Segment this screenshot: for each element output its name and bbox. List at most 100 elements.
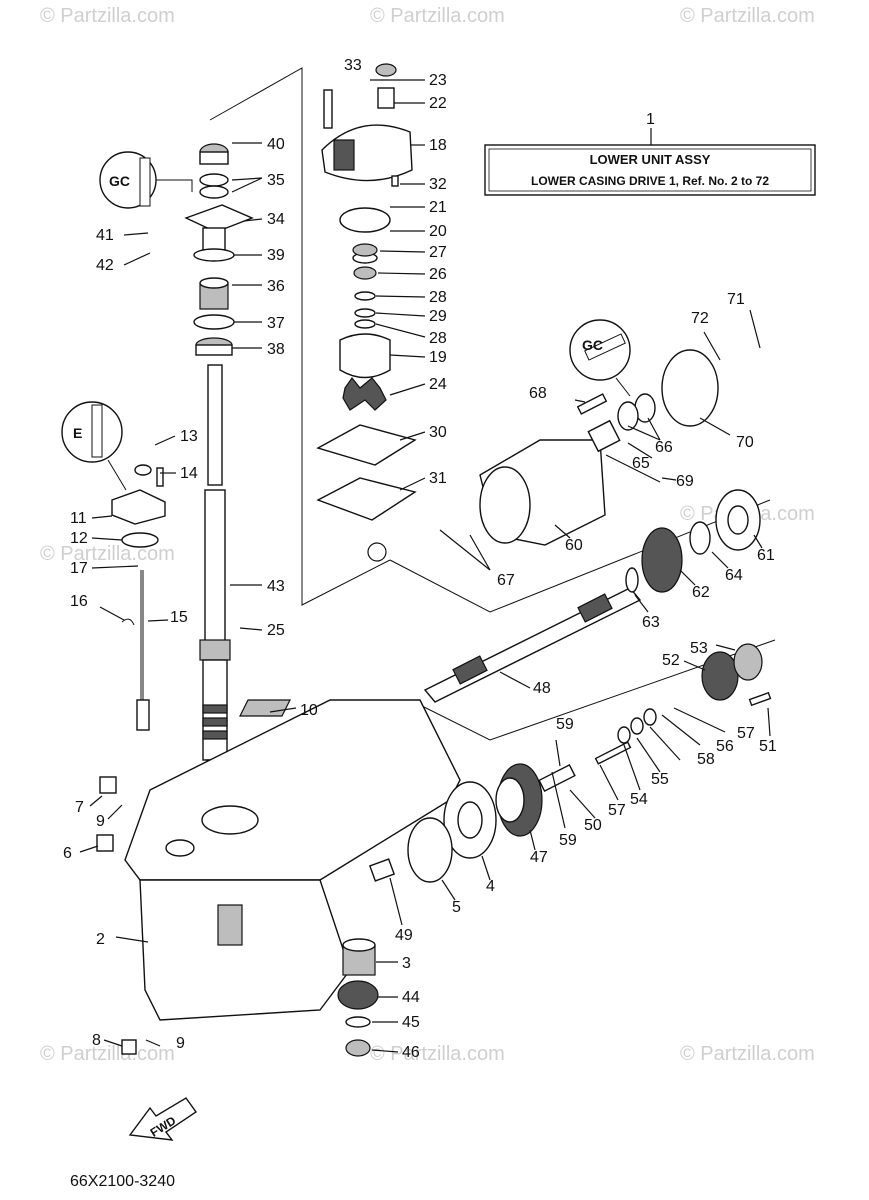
watermark: © Partzilla.com: [680, 1043, 815, 1065]
callout-14: 14: [180, 465, 198, 482]
leader-lines: [79, 79, 771, 1053]
shift-rod-parts: [111, 464, 166, 731]
callout-34: 34: [267, 211, 285, 228]
title-box: 1 LOWER UNIT ASSY LOWER CASING DRIVE 1, …: [484, 111, 816, 196]
callout-29: 29: [429, 308, 447, 325]
drive-shaft: [199, 364, 231, 776]
callout-66: 66: [655, 439, 673, 456]
callout-28b: 28: [429, 330, 447, 347]
callout-41: 41: [96, 227, 114, 244]
title-line-1: LOWER UNIT ASSY: [590, 152, 711, 167]
callout-56: 56: [716, 738, 734, 755]
callout-71: 71: [727, 291, 745, 308]
callout-57: 57: [608, 802, 626, 819]
forward-arrow: FWD: [128, 1097, 197, 1141]
callout-72: 72: [691, 310, 709, 327]
callout-11: 11: [70, 510, 87, 527]
callout-53: 53: [690, 640, 708, 657]
callout-22: 22: [429, 95, 447, 112]
callout-49: 49: [395, 927, 413, 944]
watermark: © Partzilla.com: [370, 5, 505, 27]
callout-63: 63: [642, 614, 660, 631]
gear-housing-parts: [96, 349, 772, 1057]
copyright-mark: [367, 542, 387, 562]
inset-gc-right: GC: [569, 319, 631, 397]
callout-9b: 9: [176, 1035, 185, 1052]
callout-36: 36: [267, 278, 285, 295]
callout-8: 8: [92, 1032, 101, 1049]
callout-46: 46: [402, 1044, 420, 1061]
callout-31: 31: [429, 470, 447, 487]
lower-casing: [124, 699, 461, 1021]
callout-70: 70: [736, 434, 754, 451]
diagram-code: 66X2100-3240: [70, 1173, 175, 1190]
callout-42: 42: [96, 257, 114, 274]
callout-7: 7: [75, 799, 84, 816]
callout-52: 52: [662, 652, 680, 669]
callout-13: 13: [180, 428, 198, 445]
callout-67: 67: [497, 572, 515, 589]
callout-60: 60: [565, 537, 583, 554]
callout-51: 51: [759, 738, 777, 755]
callout-4: 4: [486, 878, 495, 895]
callout-40: 40: [267, 136, 285, 153]
callout-19: 19: [429, 349, 447, 366]
callout-47: 47: [530, 849, 548, 866]
callout-44: 44: [402, 989, 420, 1006]
callout-59b: 59: [559, 832, 577, 849]
inset-label: GC: [582, 337, 603, 353]
callout-43: 43: [267, 578, 285, 595]
callout-48: 48: [533, 680, 551, 697]
callout-35: 35: [267, 172, 285, 189]
callout-21: 21: [429, 199, 447, 216]
callout-16: 16: [70, 593, 88, 610]
callout-2: 2: [96, 931, 105, 948]
water-pump-parts: [316, 63, 417, 521]
shaft-bracket: [409, 639, 776, 741]
callout-39: 39: [267, 247, 285, 264]
inset-gc-upper: GC: [99, 151, 193, 209]
callout-5: 5: [452, 899, 461, 916]
callout-28: 28: [429, 289, 447, 306]
callout-62: 62: [692, 584, 710, 601]
callout-59: 59: [556, 716, 574, 733]
callout-6: 6: [63, 845, 72, 862]
inset-e: E: [61, 401, 127, 491]
callout-33: 33: [344, 57, 362, 74]
callout-12: 12: [70, 530, 88, 547]
callout-10: 10: [300, 702, 318, 719]
callout-3: 3: [402, 955, 411, 972]
callout-37: 37: [267, 315, 285, 332]
watermark: © Partzilla.com: [40, 1043, 175, 1065]
watermark: © Partzilla.com: [40, 543, 175, 565]
callout-18: 18: [429, 137, 447, 154]
callout-23: 23: [429, 72, 447, 89]
inset-label: E: [73, 425, 82, 441]
callout-68: 68: [529, 385, 547, 402]
callout-58: 58: [697, 751, 715, 768]
assembly-bracket: [209, 67, 391, 606]
callout-1: 1: [646, 111, 655, 128]
propeller-shaft: [423, 587, 642, 703]
callout-20: 20: [429, 223, 447, 240]
watermark: © Partzilla.com: [370, 1043, 505, 1065]
bearing-stack: [184, 143, 254, 356]
callout-25: 25: [267, 622, 285, 639]
callout-61: 61: [757, 547, 775, 564]
callout-69: 69: [676, 473, 694, 490]
callout-17: 17: [70, 560, 88, 577]
callout-65: 65: [632, 455, 650, 472]
watermark: © Partzilla.com: [40, 5, 175, 27]
inset-label: GC: [109, 173, 130, 189]
callout-9: 9: [96, 813, 105, 830]
callout-54: 54: [630, 791, 648, 808]
callout-64: 64: [725, 567, 743, 584]
callout-numbers: 2 3 4 5 6 7 8 9 9 10 11 12 13 14 15 16 1…: [63, 57, 777, 1061]
callout-32: 32: [429, 176, 447, 193]
callout-57b: 57: [737, 725, 755, 742]
callout-45: 45: [402, 1014, 420, 1031]
callout-55: 55: [651, 771, 669, 788]
watermark-layer: © Partzilla.com © Partzilla.com © Partzi…: [40, 5, 815, 1065]
callout-30: 30: [429, 424, 447, 441]
